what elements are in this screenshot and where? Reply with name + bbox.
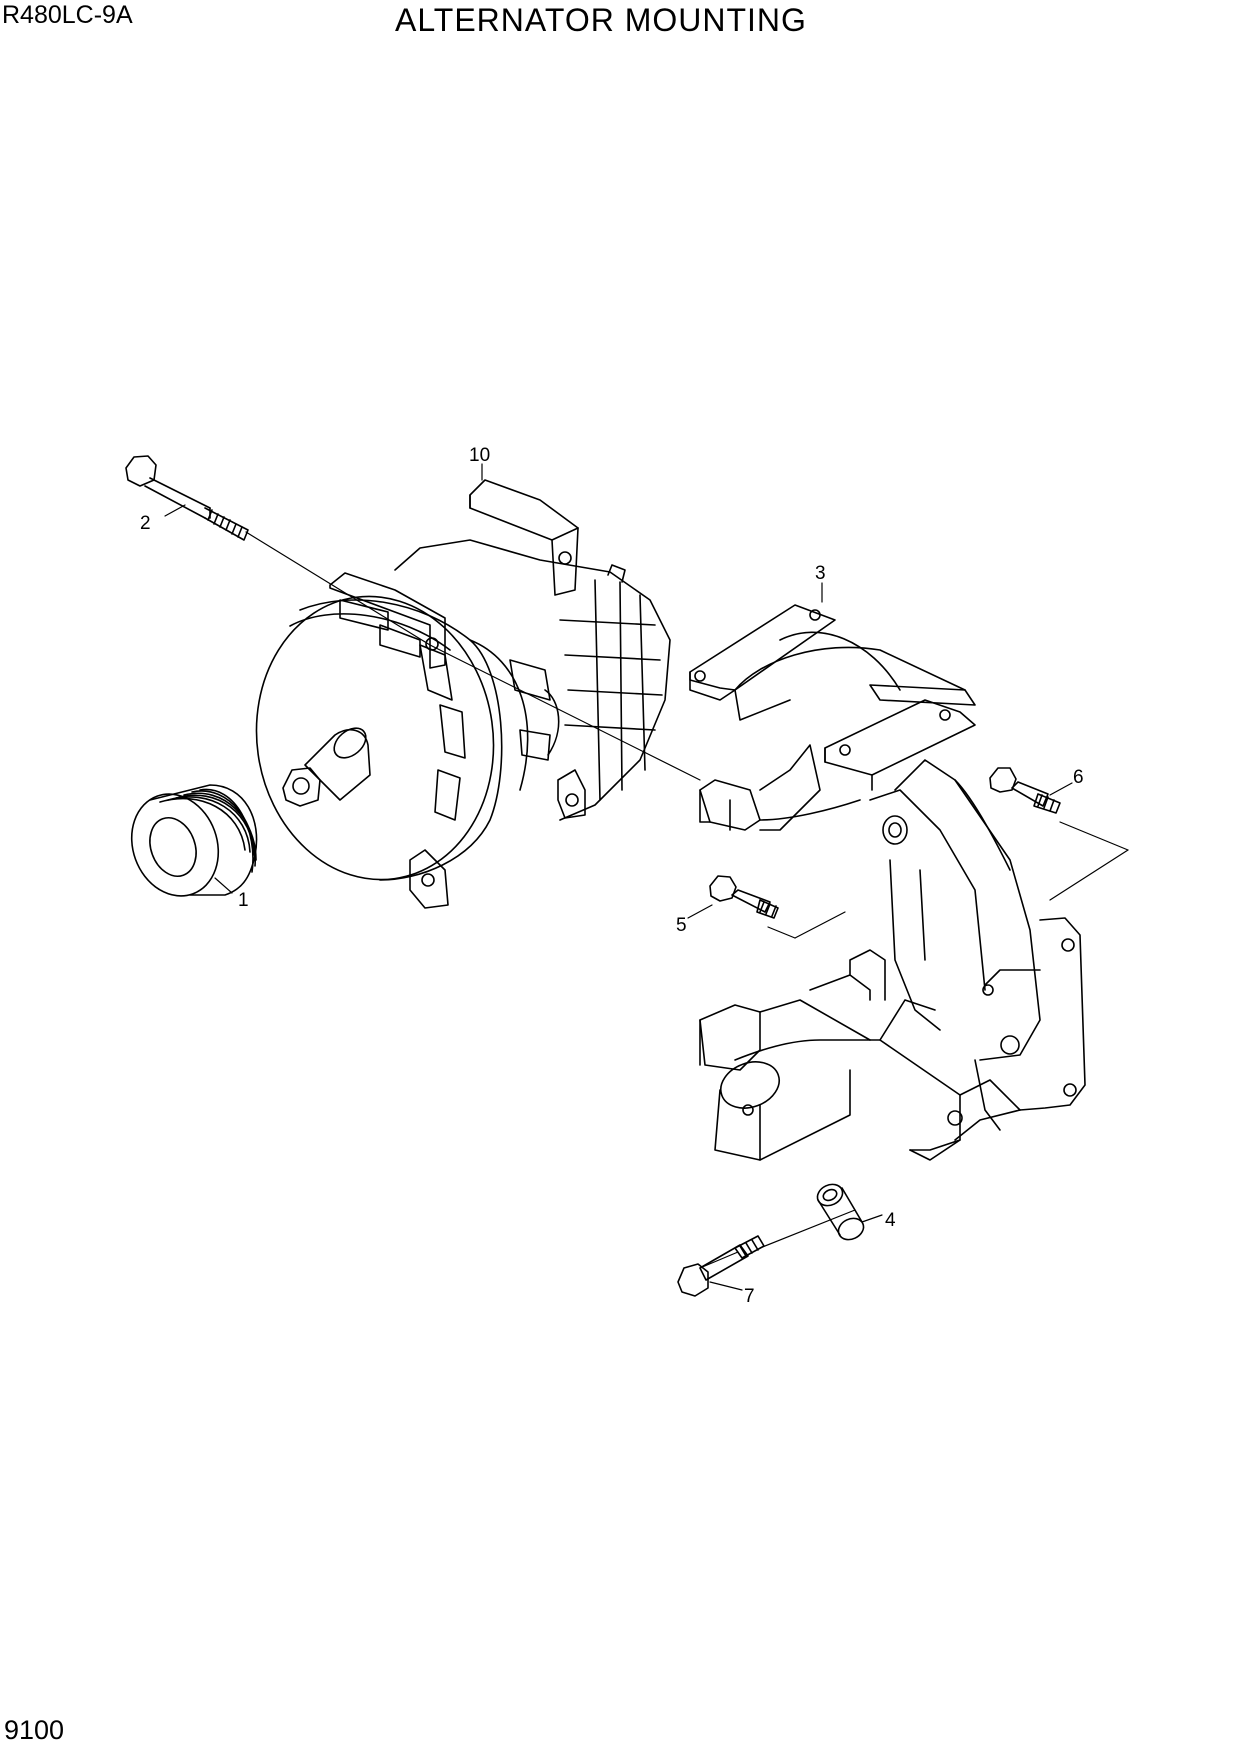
page-title: ALTERNATOR MOUNTING [395,2,807,38]
leader-lines [164,463,1073,1291]
bolt-7-part[interactable] [677,1235,765,1297]
callout-6[interactable]: 6 [1073,767,1084,788]
callout-4[interactable]: 4 [885,1210,896,1231]
page-number: 9100 [4,1715,65,1745]
spacer-bushing-part[interactable] [814,1180,867,1243]
callout-3[interactable]: 3 [815,563,826,584]
assembly-lines [245,531,1129,1269]
bolt-6-part[interactable] [989,767,1061,814]
callout-1[interactable]: 1 [238,890,249,911]
callout-10[interactable]: 10 [469,445,490,466]
long-bolt-part[interactable] [125,455,249,541]
bolt-5-part[interactable] [709,875,779,919]
bracket-part[interactable] [689,604,1086,1161]
callout-5[interactable]: 5 [676,915,687,936]
alternator-part[interactable] [238,479,671,909]
callout-labels: 10 3 6 1 2 5 4 7 [140,445,1084,1307]
callout-2[interactable]: 2 [140,513,151,534]
model-number: R480LC-9A [2,1,133,29]
pulley-part[interactable] [118,782,258,908]
callout-7[interactable]: 7 [744,1286,755,1307]
